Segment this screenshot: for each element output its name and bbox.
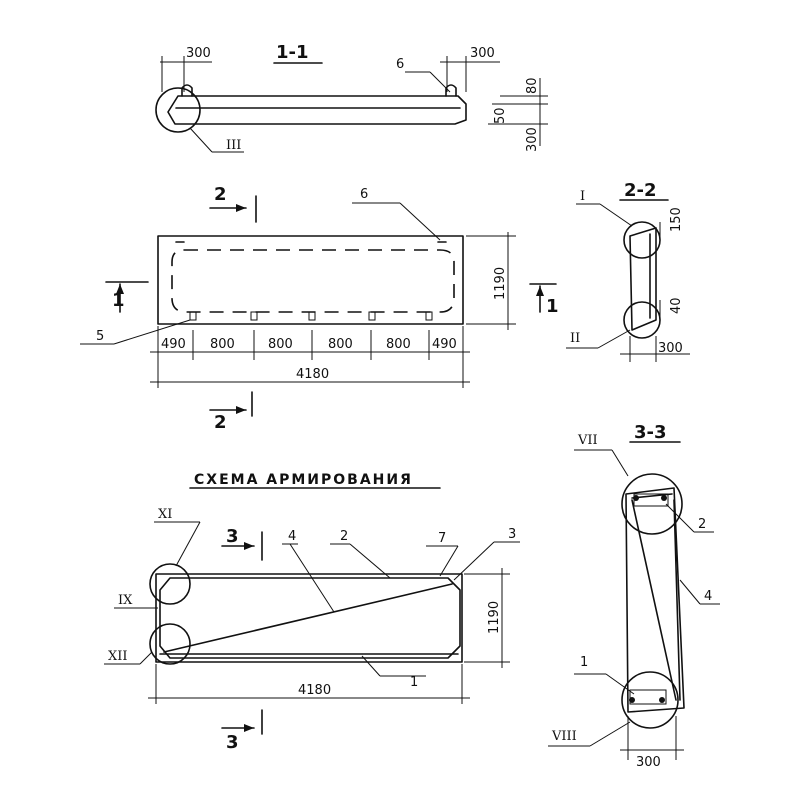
position-1-section-3-3: 1: [580, 655, 588, 670]
dim-800-4: 800: [386, 337, 411, 352]
section-mark-1-right: 1: [546, 296, 559, 317]
detail-label-VIII: VIII: [551, 729, 577, 744]
detail-label-II: II: [570, 331, 580, 346]
dim-1190-scheme: 1190: [487, 601, 502, 634]
dim-800-3: 800: [328, 337, 353, 352]
dim-300-top-left: 300: [186, 46, 211, 61]
detail-circle-III: [155, 87, 201, 133]
section-3-3-title: 3-3: [634, 422, 667, 443]
position-4-section-3-3: 4: [704, 589, 712, 604]
loop-mark: [189, 311, 197, 321]
reinforcement-scheme: СХЕМА АРМИРОВАНИЯ XI IX XII 4 2 7 3 1 3: [104, 472, 520, 753]
dim-490-right: 490: [432, 337, 457, 352]
section-3-3-diagonal: [631, 499, 677, 701]
slab-profile: [167, 95, 467, 125]
section-1-1-title: 1-1: [276, 42, 309, 63]
dim-4180-scheme: 4180: [298, 683, 331, 698]
position-2-scheme: 2: [340, 529, 348, 544]
leader-5-plan: [113, 319, 191, 345]
dim-80: 80: [525, 77, 540, 94]
dim-300-vertical: 300: [525, 127, 540, 152]
dim-800-1: 800: [210, 337, 235, 352]
leader-III: [189, 127, 213, 153]
dim-800-2: 800: [268, 337, 293, 352]
section-2-2-title: 2-2: [624, 180, 657, 201]
dim-150: 150: [669, 207, 684, 232]
leader-VIII: [589, 721, 631, 747]
dim-40: 40: [669, 297, 684, 314]
section-3-3: 3-3 VII 2 4 1 VIII 300: [548, 422, 720, 770]
leader-6-plan: [399, 202, 441, 241]
plan-outline: [157, 235, 464, 325]
detail-label-XII: XII: [108, 649, 128, 664]
leader-1-scheme: [361, 655, 381, 677]
section-1-1: 1-1 III 300 300 6 80 50 300: [155, 42, 548, 153]
detail-label-IX: IX: [118, 593, 133, 608]
position-2-section-3-3: 2: [698, 517, 706, 532]
leader-6-section: [429, 71, 451, 93]
position-7-scheme: 7: [438, 531, 446, 546]
dim-4180-plan: 4180: [296, 367, 329, 382]
leader-2-scheme: [349, 543, 391, 579]
leader-3-scheme: [453, 541, 495, 581]
leader-II: [597, 329, 631, 349]
section-mark-3-top: 3: [226, 526, 239, 547]
detail-label-III: III: [226, 138, 241, 153]
loop-mark: [368, 311, 376, 321]
detail-label-VII: VII: [577, 433, 598, 448]
dim-490-left: 490: [161, 337, 186, 352]
position-6-plan: 6: [360, 187, 368, 202]
plan-view: 6 5 2 2 1 1 1190: [80, 184, 559, 433]
section-mark-1-left: 1: [112, 290, 125, 311]
loop-mark: [250, 311, 258, 321]
dim-300-2-2: 300: [658, 341, 683, 356]
leader-1-section-3-3: [605, 673, 635, 695]
detail-label-I: I: [580, 189, 585, 204]
dim-1190-plan: 1190: [493, 267, 508, 300]
section-3-3-profile: [625, 487, 685, 713]
position-6-section: 6: [396, 57, 404, 72]
detail-circle-VIII: [621, 671, 679, 729]
loop-mark: [425, 311, 433, 321]
detail-circle-XI: [149, 563, 191, 605]
position-1-scheme: 1: [410, 675, 418, 690]
scheme-cage: [159, 577, 461, 659]
dim-50: 50: [493, 107, 508, 124]
detail-circle-XII: [149, 623, 191, 665]
leader-7-scheme: [439, 545, 459, 577]
position-4-scheme: 4: [288, 529, 296, 544]
reinforcement-title: СХЕМА АРМИРОВАНИЯ: [194, 472, 413, 488]
section-mark-3-bottom: 3: [226, 732, 239, 753]
leader-VII: [611, 449, 629, 477]
diagonal-bar: [163, 583, 453, 653]
leader-XII: [139, 651, 153, 665]
position-5-plan: 5: [96, 329, 104, 344]
section-mark-2-top: 2: [214, 184, 227, 205]
detail-circle-VII: [621, 473, 683, 535]
leader-XI: [175, 521, 201, 567]
section-mark-2-bottom: 2: [214, 412, 227, 433]
detail-circle-II: [623, 301, 661, 339]
leader-4-scheme: [289, 543, 335, 613]
position-3-scheme: 3: [508, 527, 516, 542]
plan-reinforcement-dashed: [171, 249, 455, 313]
section-2-2-profile: [629, 227, 657, 331]
detail-label-XI: XI: [158, 507, 172, 522]
bottom-bars: [629, 689, 667, 705]
section-2-2: 2-2 I II 150 40 300: [566, 180, 690, 362]
dim-300-3-3: 300: [636, 755, 661, 770]
loop-mark: [308, 311, 316, 321]
leader-I: [599, 203, 633, 227]
dim-300-top-right: 300: [470, 46, 495, 61]
